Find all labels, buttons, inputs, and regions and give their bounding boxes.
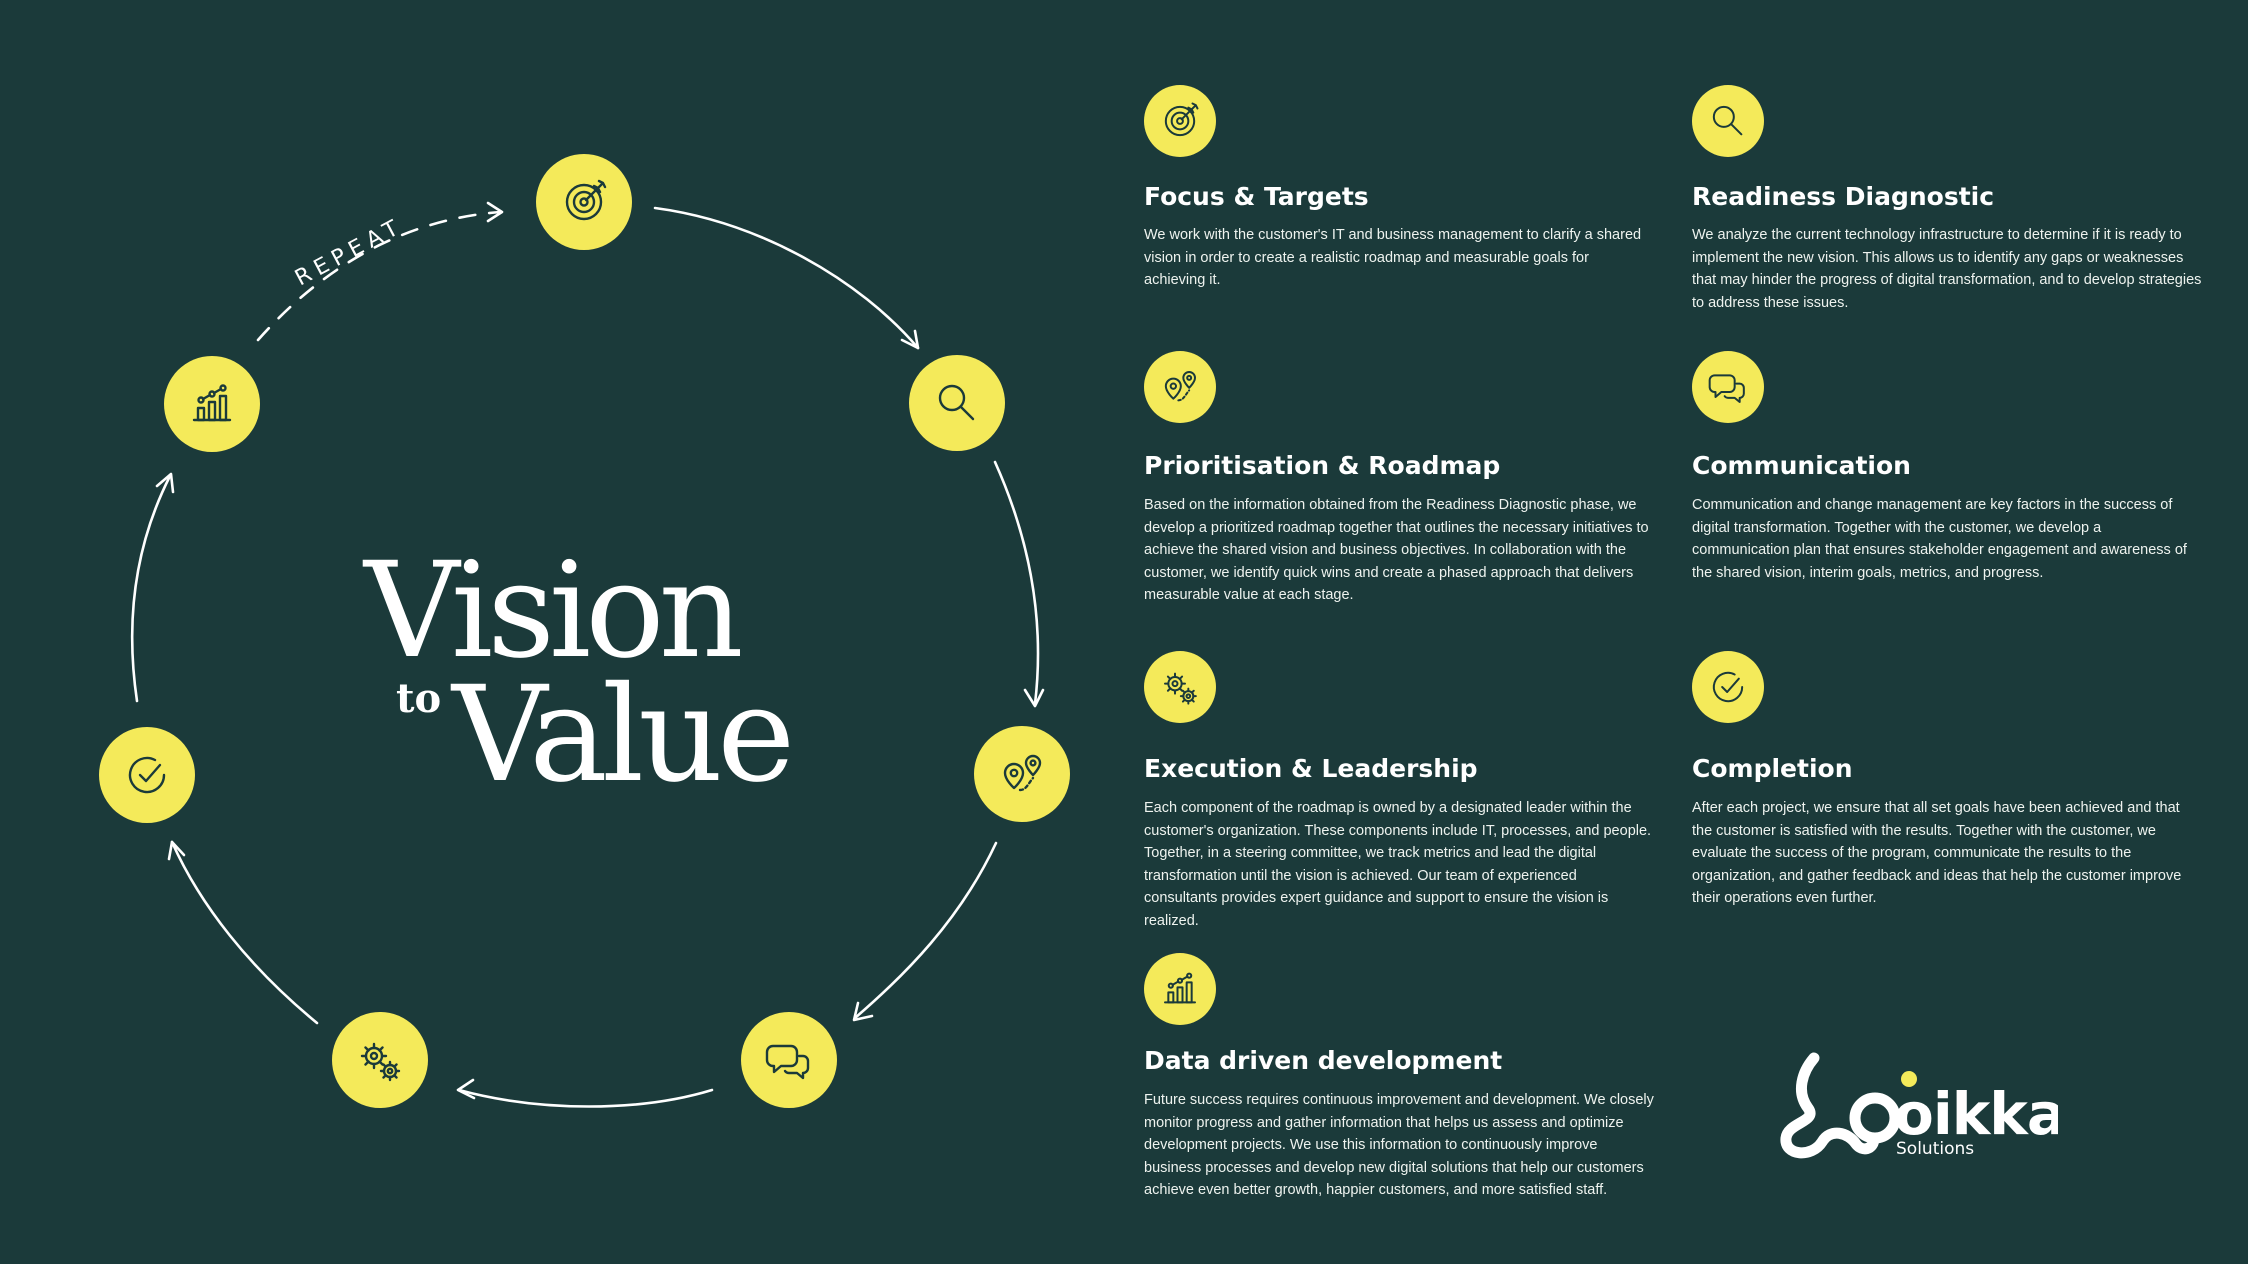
company-logo: oikka Solutions [1780,1052,2058,1159]
step-prioritisation-roadmap: Prioritisation & Roadmap Based on the in… [1144,351,1654,603]
repeat-arrow [256,210,502,342]
repeat-arrow-head [486,201,504,223]
step-readiness-diagnostic: Readiness Diagnostic We analyze the curr… [1692,85,2202,311]
gears-icon [1144,651,1216,723]
logo-swirl-icon [1780,1052,1880,1159]
cycle-arrow-head [155,472,175,494]
cycle-diagram: REPEAT Vision to Value [99,154,1070,1108]
step-description: We analyze the current technology infras… [1692,227,2202,311]
cycle-arrow [653,206,920,350]
step-description: Communication and change management are … [1692,497,2187,581]
cycle-arrow-head [1023,688,1045,708]
step-execution-leadership: Execution & Leadership Each component of… [1144,651,1654,929]
node-focus-targets [536,154,632,250]
step-title: Communication [1692,451,1911,480]
node-prioritisation-roadmap [974,726,1070,822]
cycle-arrow [457,1088,714,1108]
node-execution-leadership [332,1012,428,1108]
step-title: Execution & Leadership [1144,754,1478,783]
map-pins-icon [1144,351,1216,423]
logo-wordmark: oikka [1894,1080,2058,1148]
step-data-driven-development: Data driven development Future success r… [1144,953,1654,1198]
step-title: Prioritisation & Roadmap [1144,451,1501,480]
step-title: Readiness Diagnostic [1692,182,1995,211]
repeat-label: REPEAT [291,213,408,291]
cycle-arrow-head [167,840,186,861]
cycle-arrow [853,841,998,1020]
step-completion: Completion After each project, we ensure… [1692,651,2202,906]
title-value: Value [450,658,789,812]
magnifier-icon [1692,85,1764,157]
cycle-arrow [993,460,1040,706]
step-description: Based on the information obtained from t… [1144,497,1649,603]
cycle-arrow-head [456,1078,476,1100]
node-completion [99,727,195,823]
cycle-arrow [170,840,319,1025]
step-title: Data driven development [1144,1046,1503,1075]
node-communication [741,1012,837,1108]
cycle-arrow-head [852,1001,874,1022]
step-title: Completion [1692,754,1853,783]
cycle-arrow [130,474,172,703]
title-to: to [396,675,441,722]
step-title: Focus & Targets [1144,182,1369,211]
step-description: Each component of the roadmap is owned b… [1144,800,1652,929]
step-description: Future success requires continuous impro… [1144,1092,1654,1198]
logo-subtitle: Solutions [1896,1139,1974,1159]
title-vision: Vision [362,534,741,688]
bar-chart-icon [1144,953,1216,1025]
node-data-driven [164,356,260,452]
step-communication: Communication Communication and change m… [1692,351,2202,581]
step-description: We work with the customer's IT and busin… [1144,227,1642,288]
node-readiness-diagnostic [909,355,1005,451]
cycle-arrow-head [900,329,920,350]
step-focus-targets: Focus & Targets We work with the custome… [1144,85,1654,288]
check-circle-icon [1692,651,1764,723]
step-description: After each project, we ensure that all s… [1692,800,2182,906]
chat-bubbles-icon [1692,351,1764,423]
target-icon [1144,85,1216,157]
